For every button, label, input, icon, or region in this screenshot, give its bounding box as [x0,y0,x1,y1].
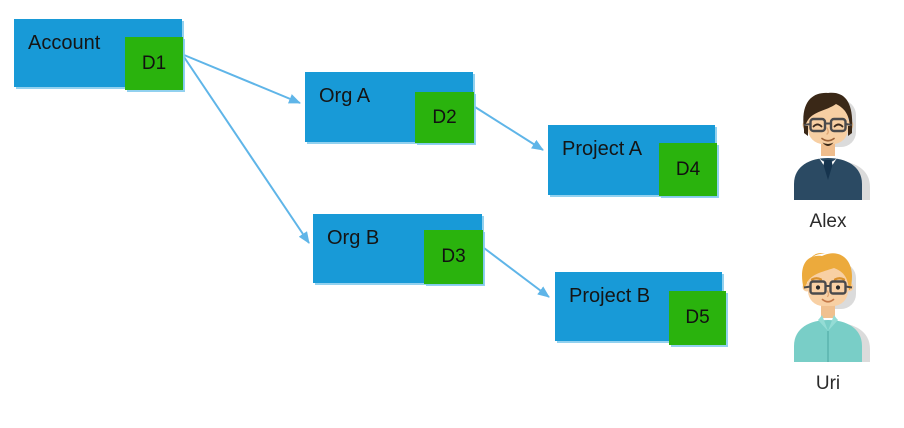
avatar-alex-icon [794,92,870,200]
doc-badge-d3-label: D3 [441,246,466,267]
arrow-account-to-org-b [183,56,310,244]
user-uri: Uri [770,250,886,395]
doc-badge-d5-label: D5 [685,307,710,328]
doc-badge-d2: D2 [415,92,474,143]
doc-badge-d1-label: D1 [141,52,167,74]
doc-badge-d2-label: D2 [432,106,457,128]
arrow-org-b-to-project-b [483,247,550,298]
arrow-org-a-to-project-a [474,106,544,151]
doc-badge-d5: D5 [669,291,726,345]
node-account-label: Account [28,32,101,54]
node-org-a-label: Org A [319,85,371,107]
doc-badge-d1: D1 [125,37,183,90]
doc-badge-d3: D3 [424,230,483,284]
user-alex: Alex [770,88,886,233]
user-alex-name: Alex [809,211,847,232]
node-project-b-label: Project B [569,285,651,307]
arrow-account-to-org-a [183,54,301,104]
doc-badge-d4: D4 [659,143,717,196]
avatar-uri-icon [794,253,870,362]
doc-badge-d4-label: D4 [675,158,701,180]
user-uri-name: Uri [815,373,841,394]
node-org-b-label: Org B [327,227,380,249]
node-project-a-label: Project A [562,138,643,160]
